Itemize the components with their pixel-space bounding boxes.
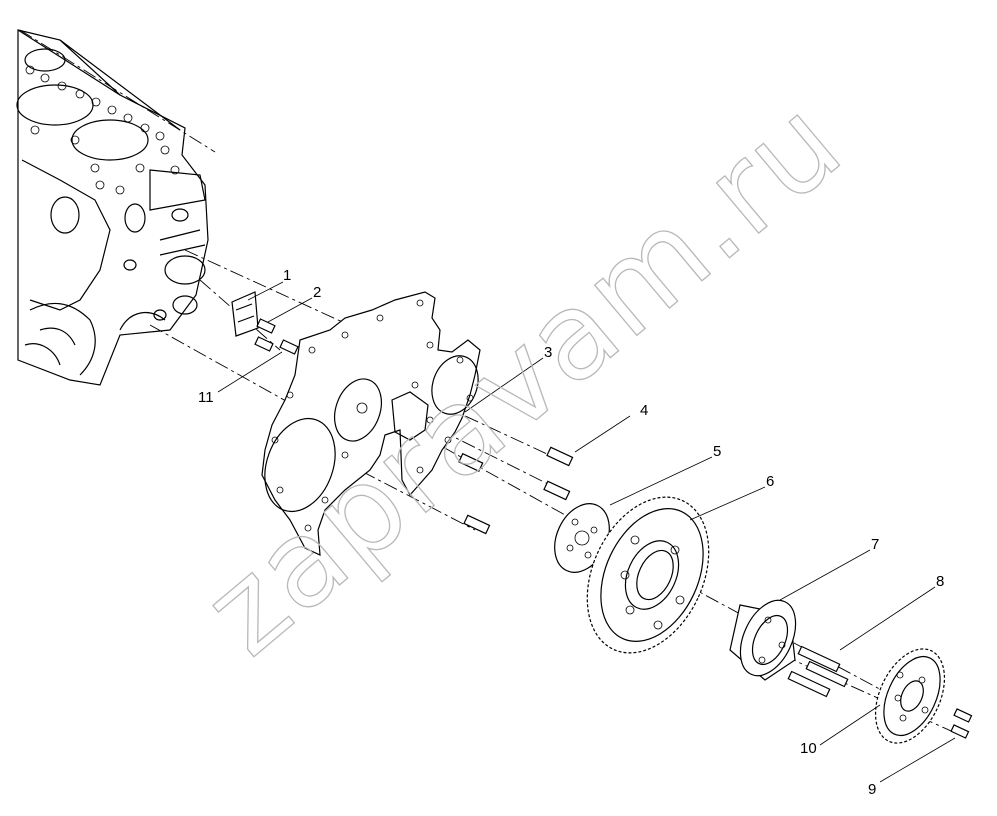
callout-5: 5 — [713, 443, 721, 460]
bolts-part-9 — [950, 708, 973, 739]
bolt-part-2 — [254, 318, 276, 352]
callout-2: 2 — [313, 284, 321, 301]
bolt-part-11 — [279, 339, 299, 355]
bolts-part-4 — [458, 446, 574, 535]
callout-9: 9 — [868, 781, 876, 798]
idler-gear-part-6 — [586, 496, 710, 654]
callout-4: 4 — [640, 402, 648, 419]
leader-lines — [217, 281, 956, 783]
callout-6: 6 — [766, 473, 774, 490]
bracket-part-1 — [231, 291, 259, 337]
callout-labels: 1 2 3 4 5 6 7 8 9 10 11 — [198, 267, 944, 798]
callout-1: 1 — [283, 267, 291, 284]
bolts-part-8 — [787, 645, 849, 698]
hub-part-7 — [729, 599, 797, 681]
callout-3: 3 — [544, 344, 552, 361]
small-gear-part-10 — [874, 648, 946, 744]
engine-block — [16, 29, 209, 386]
watermark-text: zapravam.ru — [179, 73, 868, 682]
callout-7: 7 — [871, 536, 879, 553]
callout-8: 8 — [936, 573, 944, 590]
callout-10: 10 — [800, 740, 817, 757]
front-plate-part-3 — [261, 291, 481, 556]
callout-11: 11 — [198, 389, 214, 406]
